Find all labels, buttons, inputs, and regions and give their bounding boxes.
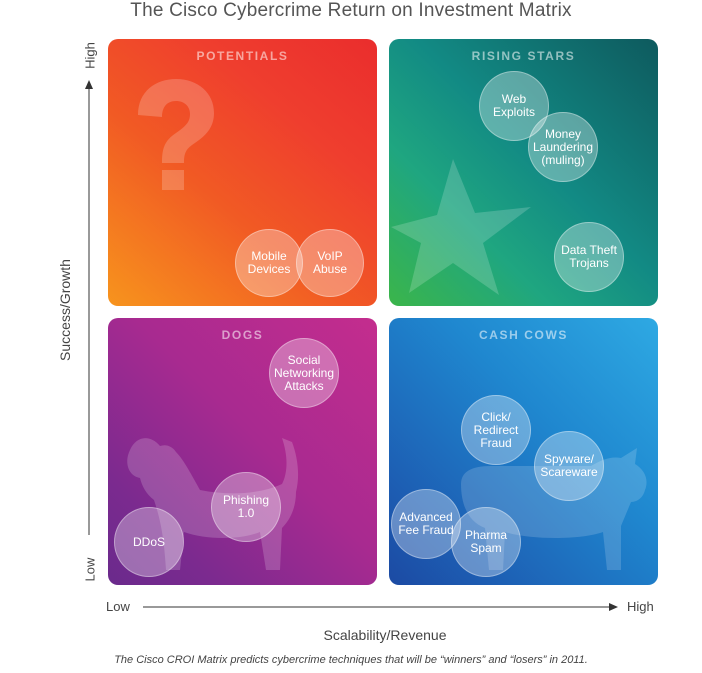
quadrant-cash-cows: CASH COWS Click/ Redirect Fraud Spyware/…	[389, 318, 658, 585]
bubble-click-redirect-fraud: Click/ Redirect Fraud	[461, 395, 531, 465]
y-axis-label: Success/Growth	[57, 259, 73, 361]
quadrant-label: POTENTIALS	[196, 49, 289, 63]
quadrant-rising-stars: RISING STARS Web Exploits Money Launderi…	[389, 39, 658, 306]
bubble-phishing: Phishing 1.0	[211, 472, 281, 542]
page-title: The Cisco Cybercrime Return on Investmen…	[130, 0, 572, 21]
bubble-pharma-spam: Pharma Spam	[451, 507, 521, 577]
quadrant-potentials: POTENTIALS Mobile Devices VoIP Abuse	[108, 39, 377, 306]
bubble-voip-abuse: VoIP Abuse	[296, 229, 364, 297]
x-axis-arrow	[143, 603, 618, 611]
question-mark-icon	[138, 79, 214, 190]
x-axis-label: Scalability/Revenue	[323, 627, 447, 643]
caption: The Cisco CROI Matrix predicts cybercrim…	[114, 654, 588, 666]
bubble-social-networking-attacks: Social Networking Attacks	[269, 338, 339, 408]
y-axis-arrow	[85, 80, 93, 535]
bubble-money-laundering: Money Laundering (muling)	[528, 112, 598, 182]
bubble-data-theft-trojans: Data Theft Trojans	[554, 222, 624, 292]
quadrant-label: CASH COWS	[478, 328, 569, 342]
x-axis-high-label: High	[627, 599, 654, 614]
bubble-mobile-devices: Mobile Devices	[235, 229, 303, 297]
quadrant-dogs: DOGS Social Networking Attacks Phishing …	[108, 318, 377, 585]
bubble-web-exploits: Web Exploits	[479, 71, 549, 141]
star-icon	[391, 159, 531, 295]
quadrant-label: DOGS	[221, 328, 264, 342]
quadrant-label: RISING STARS	[471, 49, 576, 63]
y-axis-low-label: Low	[82, 557, 98, 582]
bubble-spyware-scareware: Spyware/ Scareware	[534, 431, 604, 501]
x-axis-low-label: Low	[106, 599, 130, 614]
bubble-ddos: DDoS	[114, 507, 184, 577]
y-axis-high-label: High	[82, 42, 98, 69]
bubble-advanced-fee-fraud: Advanced Fee Fraud	[391, 489, 461, 559]
